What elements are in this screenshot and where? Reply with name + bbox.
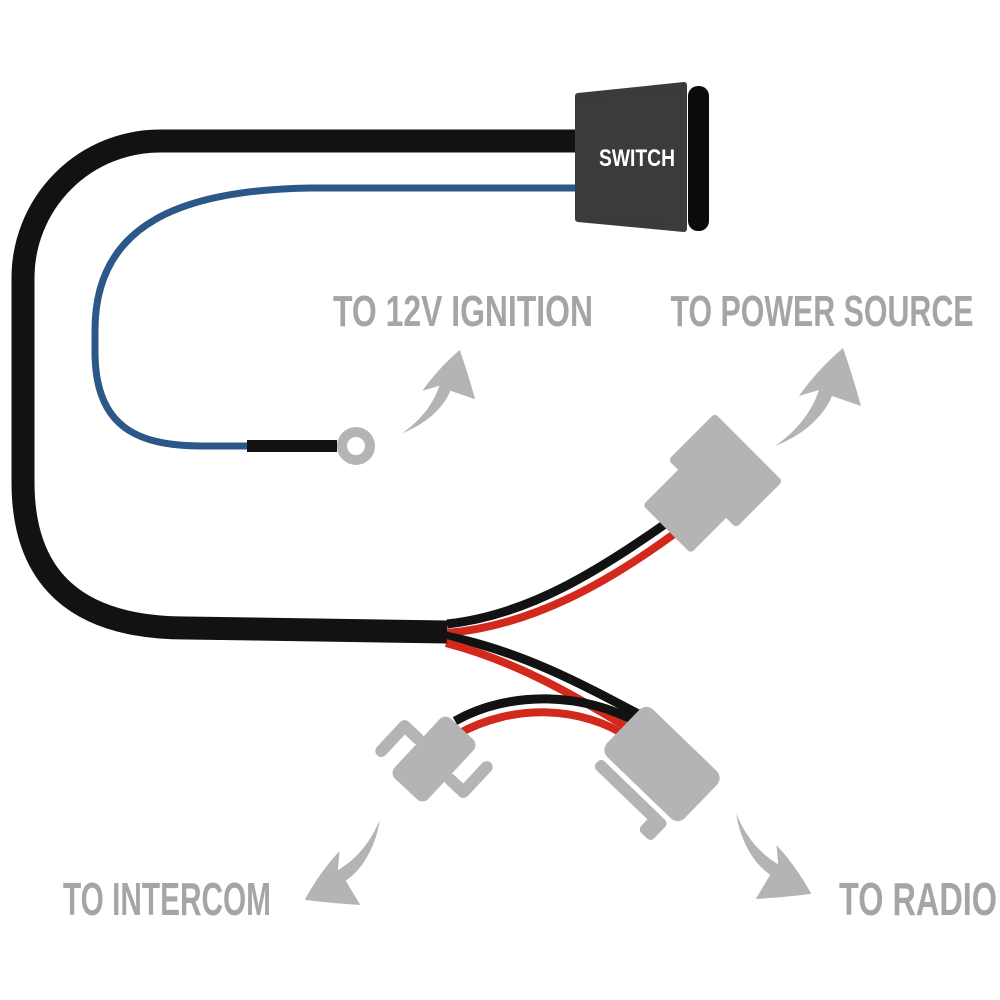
callout-arrows [304,348,861,905]
intercom-red-wire [456,708,633,742]
intercom-arrow-icon [304,819,380,905]
switch-body [575,82,687,232]
ring-terminal-icon [337,427,375,465]
callout-labels: TO 12V IGNITION TO POWER SOURCE TO INTER… [63,287,997,925]
junction-wires [444,511,689,742]
radio-connector-latch-strip [594,760,661,825]
radio-black-wire [445,631,645,720]
blue-wire [91,184,595,450]
power-black-wire [446,511,681,629]
radio-connector-body [604,706,720,822]
power-red-wire [446,521,689,637]
intercom-connector-icon [375,716,493,802]
intercom-latch-tab-top [375,720,424,757]
rocker-switch-icon: SWITCH [575,82,709,232]
radio-connector-latch-foot [639,812,667,840]
intercom-label: TO INTERCOM [63,873,271,925]
ring-terminal-hole [347,437,365,455]
ignition-label: TO 12V IGNITION [333,287,593,336]
power-arrow-icon [775,348,861,446]
power-connector-icon [644,414,782,552]
intercom-connector-body [392,716,476,802]
intercom-latch-tab-bottom [444,761,493,798]
radio-red-wire [444,639,633,733]
main-harness-cable [11,129,595,644]
intercom-black-wire [452,694,643,728]
power-connector-body [644,414,782,552]
switch-faceplate [688,86,709,231]
radio-label: TO RADIO [839,873,997,925]
radio-connector-icon [594,706,720,840]
switch-label: SWITCH [599,145,675,172]
radio-arrow-icon [736,813,812,899]
power-label: TO POWER SOURCE [671,287,974,336]
ignition-arrow-icon [402,350,476,434]
ignition-wire [91,184,595,452]
